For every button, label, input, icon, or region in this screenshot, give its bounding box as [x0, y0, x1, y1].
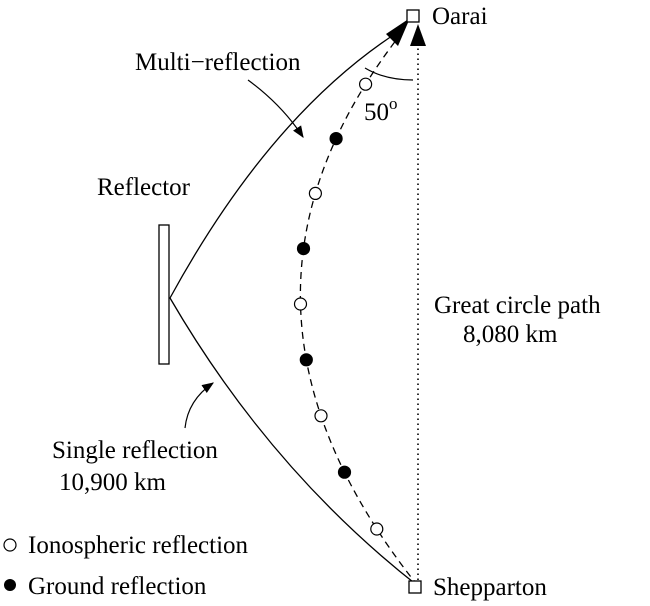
single-reflection-distance: 10,900 km	[59, 469, 167, 496]
shepparton-label: Shepparton	[433, 574, 547, 601]
ground-reflection-point	[337, 465, 352, 479]
oarai-label: Oarai	[432, 3, 488, 30]
multi-reflection-label: Multi−reflection	[135, 49, 301, 76]
ionospheric-reflection-point	[359, 77, 373, 91]
legend-ionospheric-symbol	[3, 538, 17, 552]
multi-reflection-leader	[247, 79, 304, 139]
single-reflection-leader	[184, 382, 214, 429]
single-reflection-path	[169, 31, 419, 587]
great-circle-distance: 8,080 km	[463, 321, 558, 348]
ground-reflection-point	[299, 353, 313, 367]
ionospheric-reflection-point	[314, 409, 328, 423]
angle-arc	[364, 67, 414, 81]
ground-reflection-point	[329, 132, 343, 146]
angle-label: 50o	[364, 94, 398, 126]
great-circle-label: Great circle path	[434, 292, 601, 319]
shepparton-marker	[408, 580, 422, 594]
ionospheric-reflection-point	[293, 297, 308, 311]
ionospheric-reflection-point	[308, 186, 322, 200]
reflector-bar	[158, 224, 170, 365]
ionospheric-reflection-point	[370, 522, 384, 536]
angle-unit: o	[389, 94, 398, 113]
reflection-points	[293, 77, 384, 536]
single-reflection-label: Single reflection	[52, 437, 218, 464]
oarai-marker	[406, 9, 420, 23]
multi-reflection-path	[299, 29, 419, 587]
legend-ground-label: Ground reflection	[28, 573, 207, 600]
ground-reflection-point	[296, 242, 311, 256]
legend-ground-symbol	[4, 579, 16, 591]
single-reflection-arrowhead	[386, 18, 410, 46]
legend-ionospheric-label: Ionospheric reflection	[28, 532, 249, 559]
great-circle-arrowhead	[410, 24, 426, 46]
reflector-label: Reflector	[97, 174, 191, 201]
angle-value: 50	[364, 99, 389, 126]
